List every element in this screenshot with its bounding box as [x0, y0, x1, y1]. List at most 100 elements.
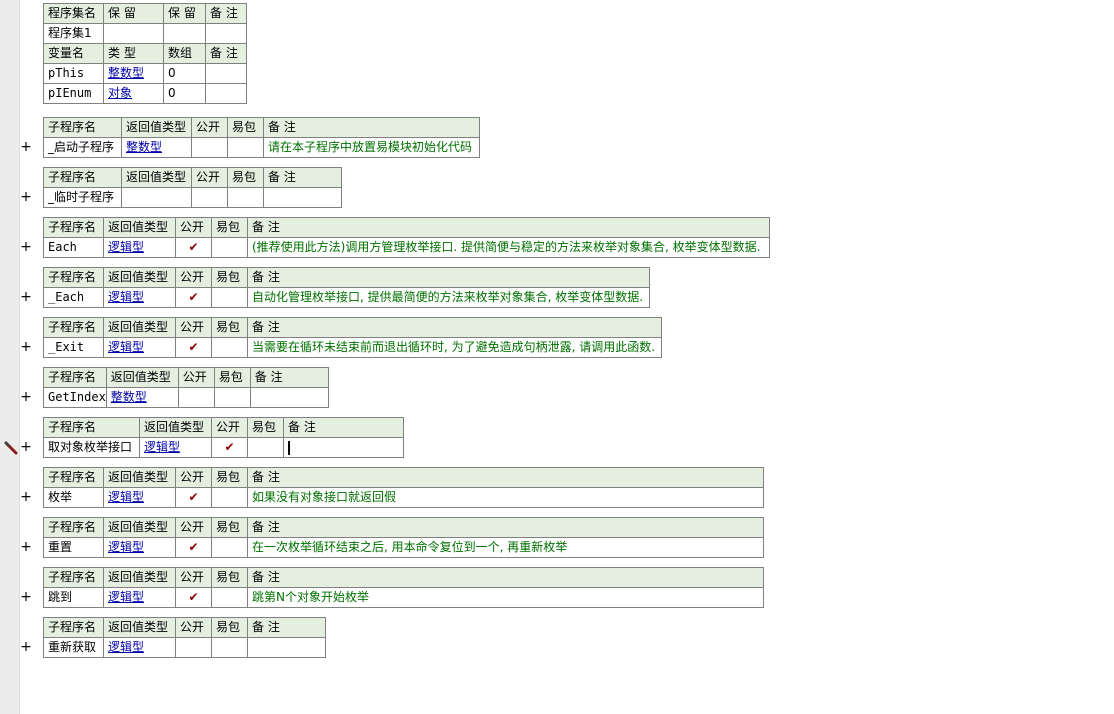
header-cell: 备 注 [247, 467, 764, 488]
return-type-cell[interactable]: 逻辑型 [103, 337, 176, 358]
return-type-cell[interactable]: 整数型 [105, 387, 179, 408]
easy-package-checkbox[interactable] [211, 337, 248, 358]
note-cell[interactable]: 跳第N个对象开始枚举 [247, 587, 764, 608]
note-cell[interactable] [249, 387, 329, 408]
var-note-cell[interactable] [205, 83, 247, 104]
return-type-cell[interactable]: 逻辑型 [103, 487, 176, 508]
easy-package-checkbox[interactable] [211, 287, 248, 308]
easy-package-checkbox[interactable] [211, 537, 248, 558]
expand-icon[interactable]: + [20, 489, 32, 505]
return-type-cell[interactable]: 逻辑型 [103, 537, 176, 558]
expand-icon[interactable]: + [20, 289, 32, 305]
subroutine-name-cell[interactable]: _Exit [43, 337, 104, 358]
var-name-cell[interactable]: pIEnum [43, 83, 104, 104]
return-type-cell[interactable]: 逻辑型 [103, 637, 176, 658]
public-checkbox[interactable] [177, 387, 215, 408]
public-checkbox[interactable]: ✔ [175, 237, 212, 258]
easy-package-checkbox[interactable] [227, 187, 264, 208]
header-cell: 备 注 [247, 317, 662, 338]
note-cell[interactable] [283, 437, 404, 458]
expand-icon[interactable]: + [20, 389, 32, 405]
note-cell[interactable] [247, 637, 326, 658]
header-cell: 返回值类型 [121, 117, 192, 138]
expand-icon[interactable]: + [20, 539, 32, 555]
checkmark-icon: ✔ [188, 590, 199, 604]
assembly-name-cell[interactable]: 程序集1 [43, 23, 104, 44]
note-cell[interactable]: 在一次枚举循环结束之后, 用本命令复位到一个, 再重新枚举 [247, 537, 764, 558]
return-type-cell[interactable]: 逻辑型 [103, 237, 176, 258]
expand-icon[interactable]: + [20, 589, 32, 605]
public-checkbox[interactable]: ✔ [175, 337, 212, 358]
subroutine-name-cell[interactable]: 取对象枚举接口 [43, 437, 140, 458]
header-cell: 公开 [177, 367, 215, 388]
subroutine-name-cell[interactable]: GetIndex [43, 387, 107, 408]
subroutine-name-cell[interactable]: _启动子程序 [43, 137, 122, 158]
header-cell: 公开 [175, 467, 212, 488]
public-checkbox[interactable] [191, 187, 228, 208]
return-type-cell[interactable] [121, 187, 192, 208]
reserved-cell[interactable] [163, 23, 206, 44]
var-type-cell[interactable]: 整数型 [103, 63, 164, 84]
var-array-cell[interactable]: 0 [163, 83, 206, 104]
public-checkbox[interactable] [175, 637, 212, 658]
easy-package-checkbox[interactable] [227, 137, 264, 158]
note-cell[interactable] [263, 187, 342, 208]
note-cell[interactable]: 如果没有对象接口就返回假 [247, 487, 764, 508]
note-cell[interactable]: 请在本子程序中放置易模块初始化代码 [263, 137, 480, 158]
subroutine-header-row: 子程序名返回值类型公开易包备 注 [43, 317, 662, 338]
public-checkbox[interactable]: ✔ [175, 287, 212, 308]
note-cell[interactable] [205, 23, 247, 44]
return-type-cell[interactable]: 整数型 [121, 137, 192, 158]
reserved-cell[interactable] [103, 23, 164, 44]
var-header-row: 变量名 类 型 数组 备 注 [43, 43, 247, 64]
header-cell: 子程序名 [43, 217, 104, 238]
var-array-cell[interactable]: 0 [163, 63, 206, 84]
easy-package-checkbox[interactable] [247, 437, 284, 458]
subroutine-name-cell[interactable]: 跳到 [43, 587, 104, 608]
easy-package-checkbox[interactable] [211, 637, 248, 658]
header-cell: 易包 [211, 267, 248, 288]
note-cell[interactable]: 当需要在循环未结束前而退出循环时, 为了避免造成句柄泄露, 请调用此函数. [247, 337, 662, 358]
header-cell: 保 留 [103, 3, 164, 24]
expand-icon[interactable]: + [20, 139, 32, 155]
note-cell[interactable]: 自动化管理枚举接口, 提供最简便的方法来枚举对象集合, 枚举变体型数据. [247, 287, 650, 308]
subroutine-name-cell[interactable]: _Each [43, 287, 104, 308]
subroutine-name-cell[interactable]: 重置 [43, 537, 104, 558]
subroutine-header-row: 子程序名返回值类型公开易包备 注 [43, 117, 480, 138]
expand-icon[interactable]: + [20, 439, 32, 455]
header-cell: 子程序名 [43, 167, 122, 188]
public-checkbox[interactable]: ✔ [175, 487, 212, 508]
easy-package-checkbox[interactable] [211, 487, 248, 508]
header-cell: 易包 [227, 167, 264, 188]
header-cell: 保 留 [163, 3, 206, 24]
var-name-cell[interactable]: pThis [43, 63, 104, 84]
easy-package-checkbox[interactable] [213, 387, 251, 408]
expand-icon[interactable]: + [20, 639, 32, 655]
return-type-cell[interactable]: 逻辑型 [139, 437, 212, 458]
easy-package-checkbox[interactable] [211, 587, 248, 608]
header-cell: 子程序名 [43, 517, 104, 538]
return-type-cell[interactable]: 逻辑型 [103, 287, 176, 308]
checkmark-icon: ✔ [188, 290, 199, 304]
subroutine-name-cell[interactable]: _临时子程序 [43, 187, 122, 208]
header-cell: 返回值类型 [103, 517, 176, 538]
expand-icon[interactable]: + [20, 239, 32, 255]
note-cell[interactable]: (推荐使用此方法)调用方管理枚举接口. 提供简便与稳定的方法来枚举对象集合, 枚… [247, 237, 770, 258]
return-type-cell[interactable]: 逻辑型 [103, 587, 176, 608]
public-checkbox[interactable] [191, 137, 228, 158]
expand-icon[interactable]: + [20, 339, 32, 355]
public-checkbox[interactable]: ✔ [175, 587, 212, 608]
easy-package-checkbox[interactable] [211, 237, 248, 258]
var-type-cell[interactable]: 对象 [103, 83, 164, 104]
assembly-header-row: 程序集名 保 留 保 留 备 注 [43, 3, 247, 24]
var-note-cell[interactable] [205, 63, 247, 84]
pencil-edit-icon [4, 441, 18, 455]
subroutine-name-cell[interactable]: Each [43, 237, 104, 258]
header-cell: 子程序名 [43, 467, 104, 488]
public-checkbox[interactable]: ✔ [211, 437, 248, 458]
subroutine-name-cell[interactable]: 重新获取 [43, 637, 104, 658]
expand-icon[interactable]: + [20, 189, 32, 205]
subroutine-name-cell[interactable]: 枚举 [43, 487, 104, 508]
public-checkbox[interactable]: ✔ [175, 537, 212, 558]
